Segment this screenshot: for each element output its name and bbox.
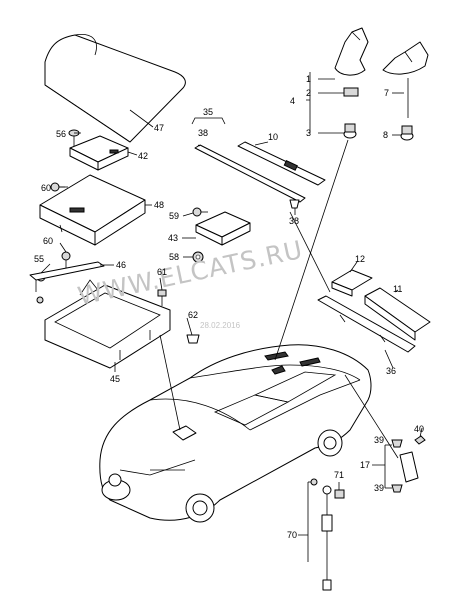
- callout-60-upper: 60: [41, 183, 51, 193]
- clip-part-39-upper: [391, 439, 403, 448]
- cover-part-47: [44, 33, 186, 143]
- callout-48: 48: [154, 200, 164, 210]
- cable-part-70: [321, 485, 333, 591]
- callout-71: 71: [334, 470, 344, 480]
- screw-part-60-lower: [61, 251, 71, 268]
- bracket-part-46: [29, 261, 105, 304]
- car-body: [99, 344, 372, 523]
- nut-part-3: [343, 123, 357, 139]
- callout-38-lower: 38: [289, 216, 299, 226]
- watermark-date: 28.02.2016: [200, 321, 241, 330]
- callout-58: 58: [169, 252, 179, 262]
- callout-46: 46: [116, 260, 126, 270]
- carrier-part-45: [44, 279, 171, 369]
- screw-part-56: [68, 129, 80, 146]
- clip-part-62: [186, 334, 200, 344]
- screw-part-71: [334, 489, 345, 499]
- callout-35: 35: [203, 107, 213, 117]
- module-part-48: [39, 174, 146, 246]
- module-part-43: [195, 211, 251, 246]
- clip-part-38: [289, 199, 300, 209]
- callout-7: 7: [384, 88, 389, 98]
- callout-2: 2: [306, 88, 311, 98]
- callout-17: 17: [360, 460, 370, 470]
- callout-38-upper: 38: [198, 128, 208, 138]
- callout-62: 62: [188, 310, 198, 320]
- callout-43: 43: [168, 233, 178, 243]
- watermark-site: WWW.ELCATS.RU: [75, 235, 305, 311]
- callout-40: 40: [414, 424, 424, 434]
- roof-antenna-part-1: [334, 27, 369, 76]
- screw-part-59: [192, 207, 208, 217]
- callout-1: 1: [306, 74, 311, 84]
- module-part-12: [331, 269, 373, 297]
- callout-10: 10: [268, 132, 278, 142]
- clip-part-39-lower: [391, 484, 403, 493]
- callout-60-lower: 60: [43, 236, 53, 246]
- callout-39-lower: 39: [374, 483, 384, 493]
- callout-labels: 47 56 42 60 48 60 55 46 45 61 62 43 59 5…: [34, 74, 424, 540]
- callout-55: 55: [34, 254, 44, 264]
- screw-part-70-small: [310, 478, 318, 486]
- screw-part-61: [157, 289, 167, 306]
- callout-61: 61: [157, 267, 167, 277]
- nut-part-8: [400, 125, 414, 141]
- callout-4: 4: [290, 96, 295, 106]
- callout-11: 11: [393, 284, 402, 294]
- callout-45: 45: [110, 374, 120, 384]
- callout-42: 42: [138, 151, 148, 161]
- bracket-part-36: [317, 295, 416, 353]
- gasket-part-2: [343, 87, 359, 97]
- callout-8: 8: [383, 130, 388, 140]
- callout-39-upper: 39: [374, 435, 384, 445]
- antenna-strip-part-35: [194, 144, 306, 203]
- roof-antenna-part-7: [382, 41, 429, 118]
- callout-47: 47: [154, 123, 164, 133]
- screw-part-40: [414, 435, 426, 445]
- callout-3: 3: [306, 128, 311, 138]
- callout-12: 12: [355, 254, 365, 264]
- antenna-part-11: [364, 287, 431, 341]
- leader-lines: [40, 72, 423, 562]
- callout-59: 59: [169, 211, 179, 221]
- callout-56: 56: [56, 129, 66, 139]
- antenna-strip-part-10: [237, 141, 326, 186]
- callout-36: 36: [386, 366, 396, 376]
- callout-70: 70: [287, 530, 297, 540]
- module-part-42: [69, 135, 129, 171]
- module-part-17: [399, 451, 419, 483]
